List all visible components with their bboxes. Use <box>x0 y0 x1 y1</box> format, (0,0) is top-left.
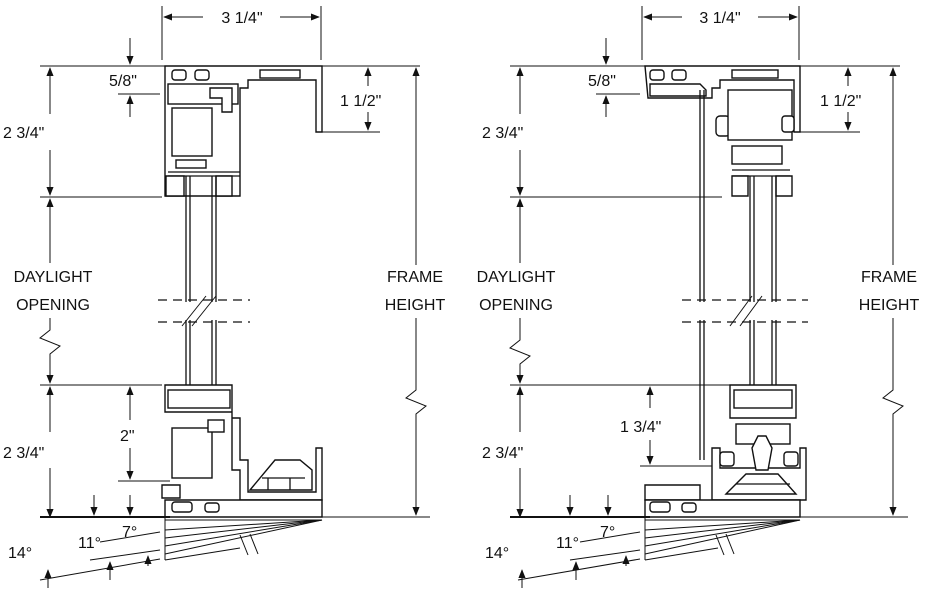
right-lip-label: 5/8" <box>588 73 616 90</box>
right-width-dimension: 3 1/4" <box>641 6 800 60</box>
right-angle-11: 11° <box>556 535 579 552</box>
right-daylight-dimension: DAYLIGHT OPENING <box>477 198 556 384</box>
right-head-profile <box>644 65 801 197</box>
right-inner-label: 1 3/4" <box>620 419 661 436</box>
left-frame-line2: HEIGHT <box>385 297 446 314</box>
right-head-label: 2 3/4" <box>482 125 523 142</box>
left-angle-7: 7° <box>122 524 137 541</box>
left-width-dimension: 3 1/4" <box>161 6 322 60</box>
right-daylight-line2: OPENING <box>479 297 553 314</box>
right-sill-profile <box>644 384 807 518</box>
right-lip-dimension: 5/8" <box>510 38 645 117</box>
right-detail: 3 1/4" 5/8" 2 3/4" DAYLIGHT OPENING 2 3/… <box>477 6 920 588</box>
left-width-label: 3 1/4" <box>221 10 262 27</box>
left-lip-label: 5/8" <box>109 73 137 90</box>
left-flange-label: 1 1/2" <box>340 93 381 110</box>
left-daylight-line1: DAYLIGHT <box>14 269 93 286</box>
right-frame-line1: FRAME <box>861 269 917 286</box>
left-angle-11: 11° <box>78 535 101 552</box>
right-flange-label: 1 1/2" <box>820 93 861 110</box>
left-sill-dimension: 2 3/4" <box>3 384 162 518</box>
left-sill-label: 2 3/4" <box>3 445 44 462</box>
left-angle-14: 14° <box>8 545 32 562</box>
left-daylight-dimension: DAYLIGHT OPENING <box>14 198 93 384</box>
left-frame-line1: FRAME <box>387 269 443 286</box>
right-glass <box>682 90 808 460</box>
right-head-dimension: 2 3/4" <box>482 67 722 198</box>
right-angle-14: 14° <box>485 545 509 562</box>
left-head-profile <box>164 65 323 197</box>
left-lip-dimension: 5/8" <box>40 38 165 117</box>
left-sill-profile <box>161 384 323 518</box>
right-slope-fin: 14° 11° 7° <box>485 495 801 588</box>
right-width-label: 3 1/4" <box>699 10 740 27</box>
right-flange-dimension: 1 1/2" <box>800 65 900 133</box>
left-daylight-line2: OPENING <box>16 297 90 314</box>
right-frame-height-dimension: FRAME HEIGHT <box>800 67 920 518</box>
left-slope-fin: 14° 11° 7° <box>8 495 323 588</box>
right-inner-dimension: 1 3/4" <box>620 386 718 467</box>
right-angle-7: 7° <box>600 524 615 541</box>
left-glass <box>158 176 250 410</box>
left-head-dimension: 2 3/4" <box>3 67 162 198</box>
left-head-label: 2 3/4" <box>3 125 44 142</box>
left-inner-label: 2" <box>120 428 135 445</box>
left-detail: 3 1/4" 5/8" 2 3/4" DAYLIGHT OPENING <box>3 6 445 588</box>
left-frame-height-dimension: FRAME HEIGHT <box>322 67 446 518</box>
right-sill-label: 2 3/4" <box>482 445 523 462</box>
right-daylight-line1: DAYLIGHT <box>477 269 556 286</box>
right-sill-dimension: 2 3/4" <box>482 384 740 518</box>
left-inner-dimension: 2" <box>118 386 170 482</box>
right-frame-line2: HEIGHT <box>859 297 920 314</box>
left-flange-dimension: 1 1/2" <box>322 65 420 133</box>
